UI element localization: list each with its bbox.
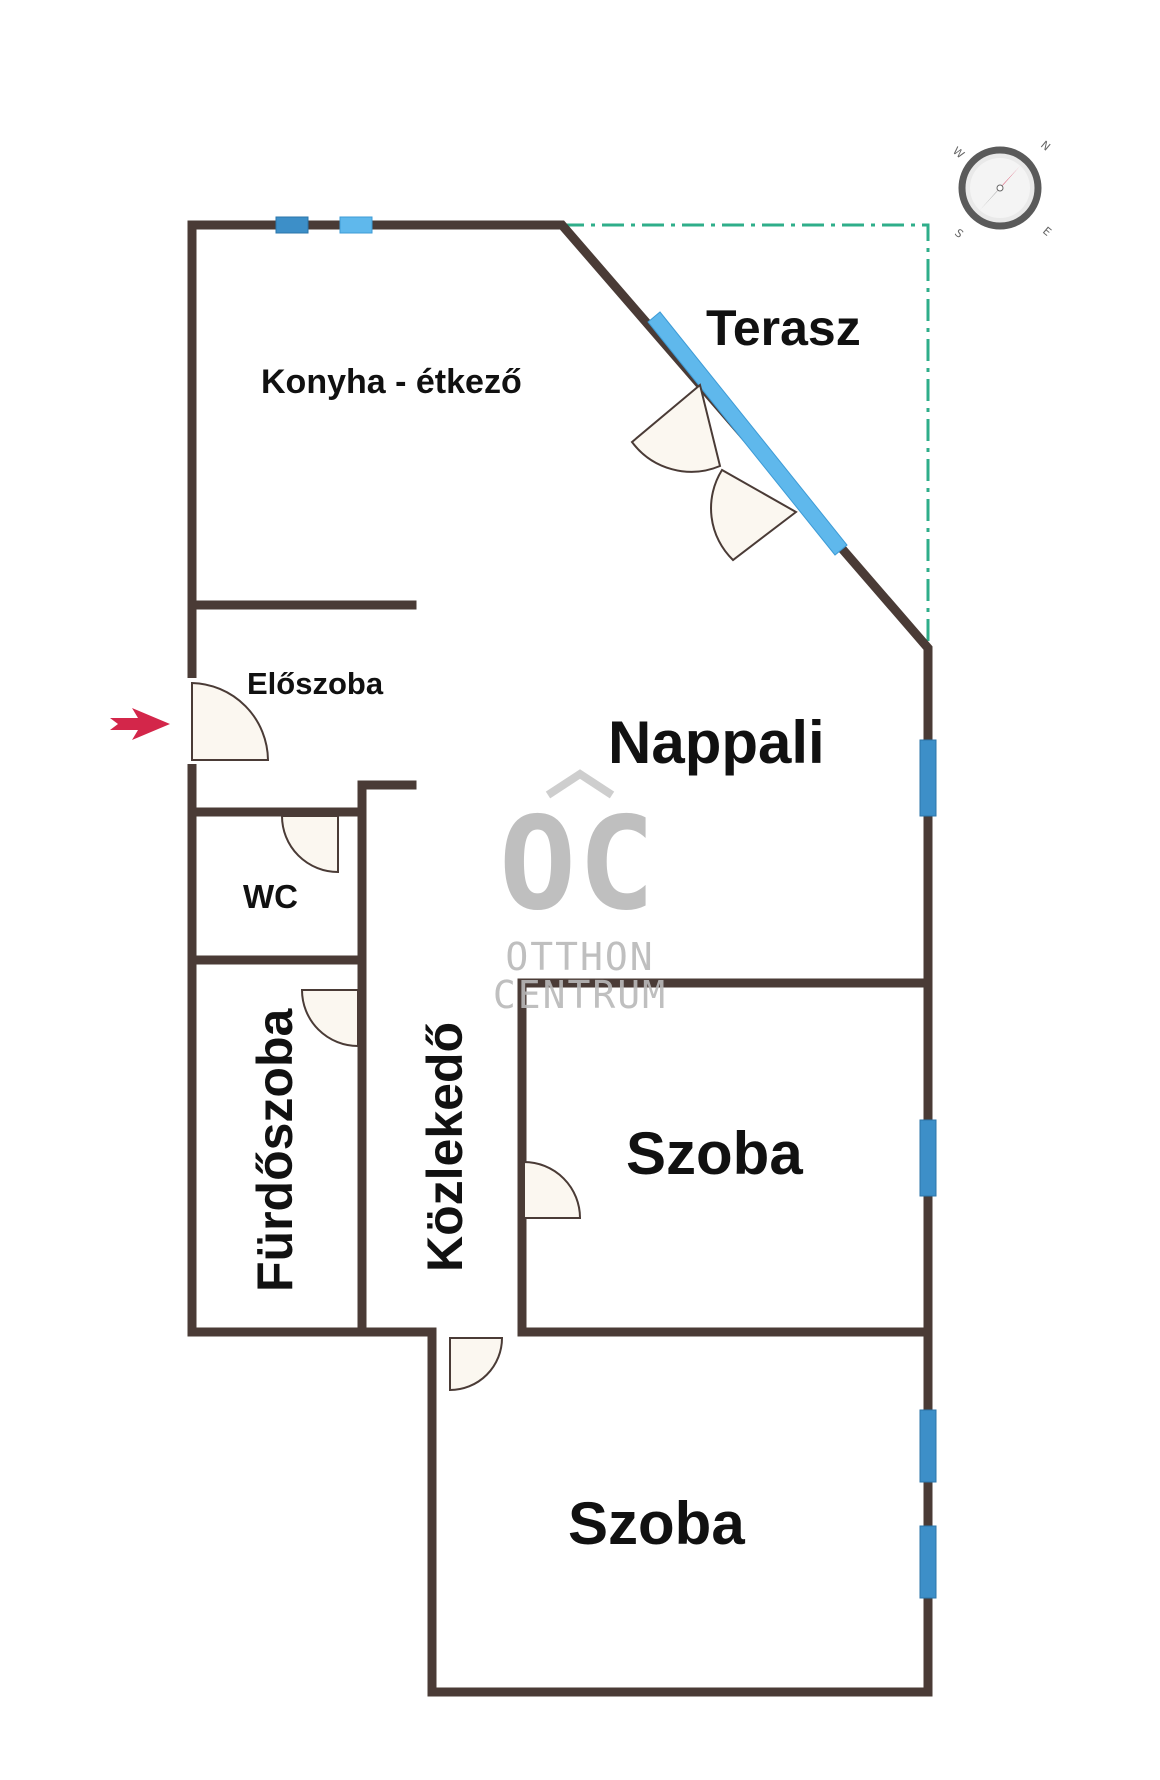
room-label-terasz: Terasz — [706, 300, 861, 356]
room-label-wc: WC — [243, 878, 298, 915]
bathroom-door — [300, 989, 359, 1048]
compass-s: S — [952, 226, 966, 240]
room-label-szoba-2: Szoba — [568, 1490, 745, 1557]
room-labels: Konyha - étkező Terasz Előszoba Nappali … — [243, 300, 861, 1557]
compass-icon: N E S W — [950, 138, 1054, 240]
compass-e: E — [1040, 224, 1054, 238]
entrance-door — [191, 681, 270, 761]
compass-n: N — [1038, 138, 1053, 153]
szoba-2-door — [449, 1337, 504, 1392]
room-label-nappali: Nappali — [608, 709, 825, 776]
walls — [187, 220, 933, 1697]
watermark: OC OTTHON CENTRUM — [493, 769, 667, 1017]
window-szoba-2b — [919, 1525, 937, 1599]
window-nappali — [919, 739, 937, 817]
entrance-arrow — [110, 708, 170, 740]
room-label-furdoszoba: Fürdőszoba — [247, 1007, 303, 1292]
watermark-line2: CENTRUM — [493, 973, 667, 1017]
szoba-1-door — [523, 1160, 582, 1219]
room-label-kozlekedo: Közlekedő — [417, 1022, 473, 1272]
window-kitchen-2 — [339, 216, 373, 234]
windows — [275, 216, 937, 1599]
wc-door — [280, 815, 339, 874]
watermark-roof-icon — [545, 769, 615, 799]
window-terrace-diagonal — [647, 311, 848, 556]
window-szoba-2a — [919, 1409, 937, 1483]
watermark-line1: OTTHON — [505, 935, 654, 979]
room-label-szoba-1: Szoba — [626, 1120, 803, 1187]
terrace-outline — [562, 223, 930, 648]
compass-w: W — [950, 144, 967, 161]
watermark-logo: OC — [499, 790, 657, 939]
window-szoba-1 — [919, 1119, 937, 1197]
doors — [191, 383, 798, 1392]
window-kitchen-1 — [275, 216, 309, 234]
terrace-door — [630, 383, 798, 562]
room-label-eloszoba: Előszoba — [247, 666, 384, 701]
room-label-konyha: Konyha - étkező — [261, 363, 522, 401]
